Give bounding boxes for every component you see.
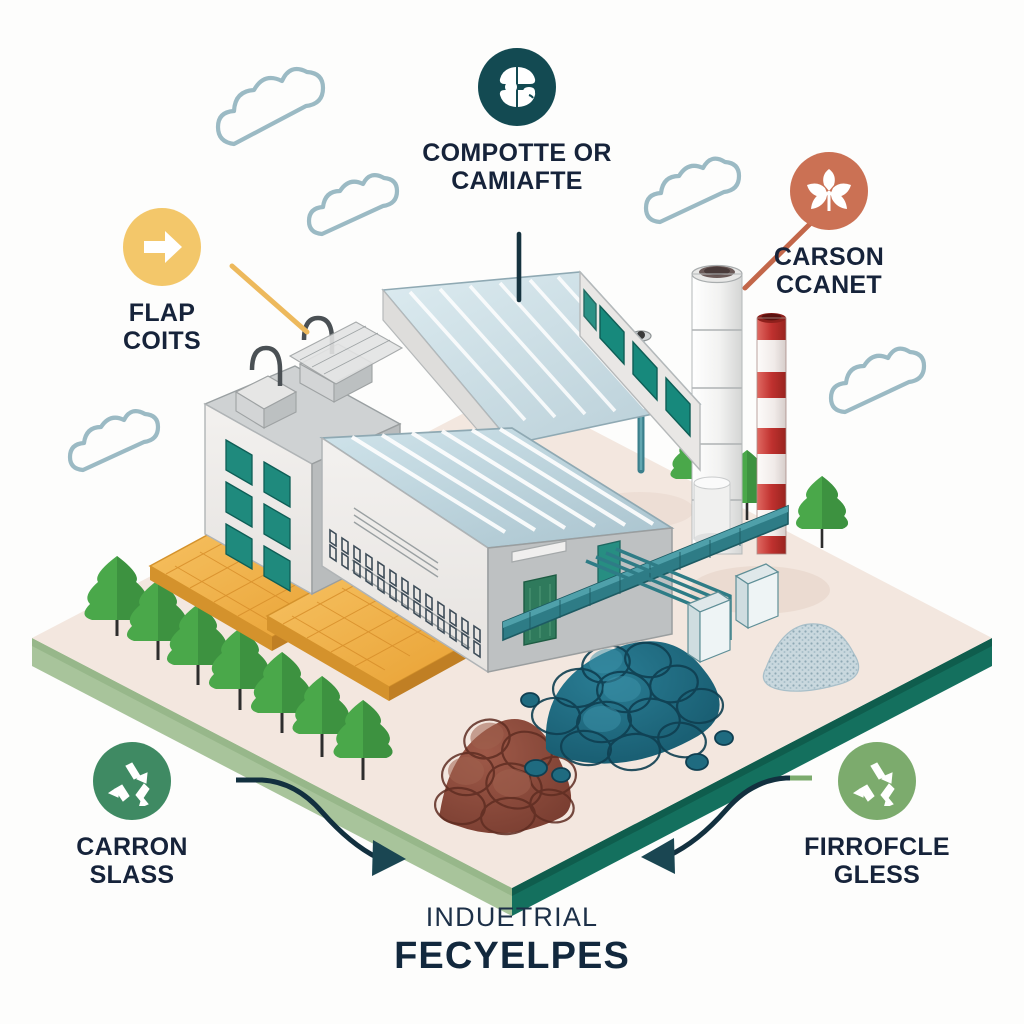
cloud-icon: [215, 66, 326, 147]
arrow-right-icon: [144, 231, 182, 263]
brown-slag-pile: [433, 718, 577, 836]
callout-flap[interactable]: FLAP COITS: [47, 208, 277, 355]
rock: [685, 753, 709, 771]
leaf-quadrant-icon: [499, 67, 536, 107]
conveyor-assembly: [502, 504, 789, 664]
compost-badge[interactable]: [478, 48, 556, 126]
flower-fan-icon: [807, 169, 851, 211]
callout-firrofcle[interactable]: FIRROFCLE GLESS: [762, 742, 992, 889]
gravel-pile: [762, 623, 860, 692]
recycle-icon: [852, 762, 895, 806]
window-row: [583, 288, 597, 332]
arrow-head-right-icon: [372, 840, 406, 876]
platform-edge-left-dark: [32, 638, 512, 896]
tree-row-left: [84, 556, 393, 780]
rock: [524, 759, 548, 777]
callout-flap-label: FLAP COITS: [123, 299, 201, 355]
callout-carron-label: CARRON SLASS: [76, 833, 188, 889]
page-title: INDUETRIAL FECYELPES: [0, 902, 1024, 978]
recycle-icon: [107, 762, 150, 806]
rock: [714, 730, 734, 746]
cloud-decorations: [67, 66, 927, 473]
arrow-head-left-icon: [641, 838, 675, 874]
title-line-1: INDUETRIAL: [425, 902, 599, 932]
connector-diagonal-left: [229, 263, 310, 335]
cloud-icon: [306, 173, 400, 237]
callout-firrofcle-label: FIRROFCLE GLESS: [804, 833, 950, 889]
window-row: [599, 304, 691, 438]
carbon-badge[interactable]: [790, 152, 868, 230]
arrow-path-left: [236, 777, 380, 861]
window-grid: [225, 438, 291, 593]
factory-building: [203, 270, 702, 674]
rock: [520, 692, 540, 708]
connector-lines: [229, 215, 819, 335]
callout-compost[interactable]: COMPOTTE OR CAMIAFTE: [402, 48, 632, 195]
cloud-icon: [67, 409, 161, 473]
callout-carbon[interactable]: CARSON CCANET: [714, 152, 944, 299]
carron-badge[interactable]: [93, 742, 171, 820]
tree: [166, 604, 230, 685]
tree: [292, 676, 352, 757]
tree: [795, 476, 849, 548]
title-line-2: FECYELPES: [394, 935, 630, 977]
firrofcle-badge[interactable]: [838, 742, 916, 820]
cloud-icon: [828, 346, 927, 415]
platform-edge-right-dark: [512, 638, 992, 896]
arrow-path-right: [666, 775, 812, 859]
callout-carbon-label: CARSON CCANET: [773, 243, 885, 299]
cloud-icon: [643, 156, 742, 225]
callout-compost-label: COMPOTTE OR CAMIAFTE: [422, 139, 612, 195]
flap-badge[interactable]: [123, 208, 201, 286]
flow-arrows: [236, 775, 812, 876]
window-band: [329, 528, 481, 659]
tree: [333, 700, 393, 780]
connector-diagonal-right: [742, 215, 819, 291]
teal-slag-pile: [520, 641, 734, 783]
rock: [551, 767, 571, 783]
callout-carron[interactable]: CARRON SLASS: [17, 742, 247, 889]
tree: [250, 652, 314, 733]
rooftop-machinery: [234, 315, 404, 429]
